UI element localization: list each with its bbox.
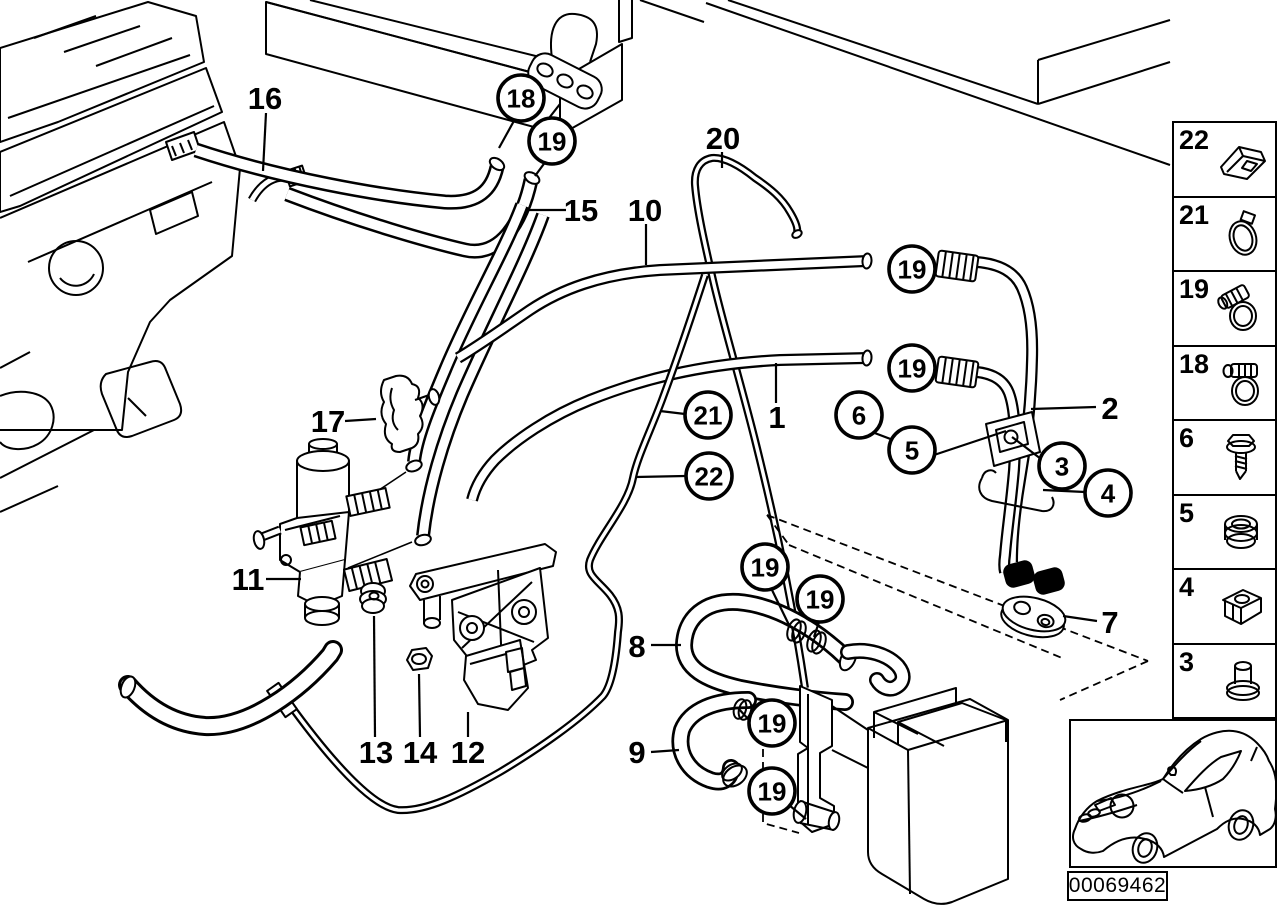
heater-hose-16: [193, 142, 506, 210]
part-callout-circled-6[interactable]: 6: [834, 390, 884, 440]
hose-clamp-icon: [1214, 283, 1257, 332]
part-callout-circled-19[interactable]: 19: [747, 698, 797, 748]
carrier-bracket-12: [409, 543, 557, 711]
dashed-panel-outline: [762, 514, 1149, 834]
twin-pipe-assembly-2: [934, 249, 1065, 595]
retaining-clip-4: [978, 477, 1055, 513]
cable-clip-icon: [1220, 146, 1266, 181]
svg-text:5: 5: [905, 435, 919, 465]
part-callout-16[interactable]: 16: [248, 81, 282, 116]
legend-item-4[interactable]: 4: [1174, 570, 1275, 645]
svg-text:19: 19: [898, 254, 927, 284]
grommet-icon: [1224, 514, 1258, 549]
svg-text:19: 19: [751, 552, 780, 582]
legend-number: 5: [1179, 497, 1195, 528]
part-callout-20[interactable]: 20: [706, 121, 740, 156]
legend-number: 6: [1179, 423, 1195, 453]
nut-14: [406, 647, 433, 671]
part-callout-14[interactable]: 14: [403, 735, 438, 770]
hose-clamp-rings: [732, 618, 827, 721]
svg-text:19: 19: [538, 126, 567, 156]
clamp-ring-icon: [1224, 209, 1262, 259]
heater-hose-9: [671, 691, 757, 791]
part-callout-circled-18[interactable]: 18: [496, 73, 546, 123]
plug-icon: [1226, 660, 1260, 701]
return-hose-bottom-left: [118, 640, 343, 737]
car-location-thumbnail: [1069, 719, 1278, 868]
legend-item-3[interactable]: 3: [1174, 644, 1275, 717]
svg-text:6: 6: [852, 400, 866, 430]
drawing-number: 00069462: [1068, 874, 1167, 897]
svg-text:3: 3: [1055, 451, 1069, 481]
part-callout-17[interactable]: 17: [311, 404, 345, 439]
legend-item-6[interactable]: 6: [1174, 421, 1275, 496]
part-callout-circled-19[interactable]: 19: [887, 244, 937, 294]
heater-hose-8-stub: [840, 642, 911, 697]
part-callout-circled-21[interactable]: 21: [683, 390, 733, 440]
water-pipe-10: [454, 252, 873, 364]
legend-number: 21: [1179, 199, 1210, 230]
part-callout-1[interactable]: 1: [768, 400, 785, 435]
part-callout-10[interactable]: 10: [628, 193, 662, 228]
part-callout-2[interactable]: 2: [1101, 391, 1118, 426]
hex-screw-icon: [1226, 434, 1256, 481]
svg-text:21: 21: [694, 400, 723, 430]
svg-text:4: 4: [1101, 478, 1116, 508]
part-callout-9[interactable]: 9: [628, 735, 645, 770]
part-callout-circled-3[interactable]: 3: [1037, 441, 1087, 491]
grommet-13: [359, 582, 387, 614]
part-callout-12[interactable]: 12: [451, 735, 485, 770]
legend-item-18[interactable]: 18: [1174, 346, 1275, 421]
legend-number: 19: [1179, 274, 1210, 304]
bracket-17: [380, 374, 441, 453]
car-sketch: [1072, 729, 1278, 867]
heater-pipe-flange: [527, 12, 603, 110]
legend-item-21[interactable]: 21: [1174, 197, 1275, 272]
part-callout-circled-4[interactable]: 4: [1083, 468, 1133, 518]
part-callout-15[interactable]: 15: [564, 193, 598, 228]
svg-text:22: 22: [695, 461, 724, 491]
part-callout-circled-5[interactable]: 5: [887, 425, 937, 475]
worm-clamp-icon: [1222, 362, 1259, 406]
legend-number: 18: [1179, 348, 1210, 379]
part-callout-13[interactable]: 13: [359, 735, 393, 770]
legend-item-19[interactable]: 19: [1174, 272, 1275, 347]
legend-item-22[interactable]: 22: [1174, 123, 1275, 198]
svg-text:19: 19: [898, 353, 927, 383]
part-callout-circled-22[interactable]: 22: [684, 451, 734, 501]
part-callout-circled-19[interactable]: 19: [887, 343, 937, 393]
auxiliary-heater-unit: [792, 685, 1009, 905]
legend-number: 22: [1179, 125, 1210, 155]
part-callout-11[interactable]: 11: [232, 562, 265, 597]
legend-number: 4: [1179, 572, 1195, 602]
firewall-panel-lines: [618, 0, 1171, 166]
svg-text:18: 18: [507, 83, 536, 113]
legend-item-5[interactable]: 5: [1174, 495, 1275, 570]
clip-nut-icon: [1222, 589, 1262, 626]
part-callout-8[interactable]: 8: [628, 629, 645, 664]
part-callout-7[interactable]: 7: [1101, 605, 1118, 640]
sealing-plate-7: [1000, 595, 1067, 639]
hardware-legend-sidebar: 22 21 19 18 6 5 4 3: [1172, 121, 1277, 719]
water-valve-11: [252, 438, 394, 626]
water-pipe-1: [466, 349, 873, 502]
svg-text:19: 19: [758, 776, 787, 806]
part-callout-circled-19[interactable]: 19: [747, 766, 797, 816]
drawing-number-box: 00069462: [1067, 871, 1168, 901]
engine-block-drawing: [0, 1, 309, 513]
part-callout-circled-19[interactable]: 19: [795, 574, 845, 624]
heater-hose-15-lower: [347, 202, 550, 569]
part-callout-circled-19[interactable]: 19: [740, 542, 790, 592]
vent-pipe-20: [690, 153, 809, 689]
part-callout-circled-19[interactable]: 19: [527, 116, 577, 166]
svg-text:19: 19: [806, 584, 835, 614]
svg-text:19: 19: [758, 708, 787, 738]
legend-number: 3: [1179, 646, 1195, 677]
